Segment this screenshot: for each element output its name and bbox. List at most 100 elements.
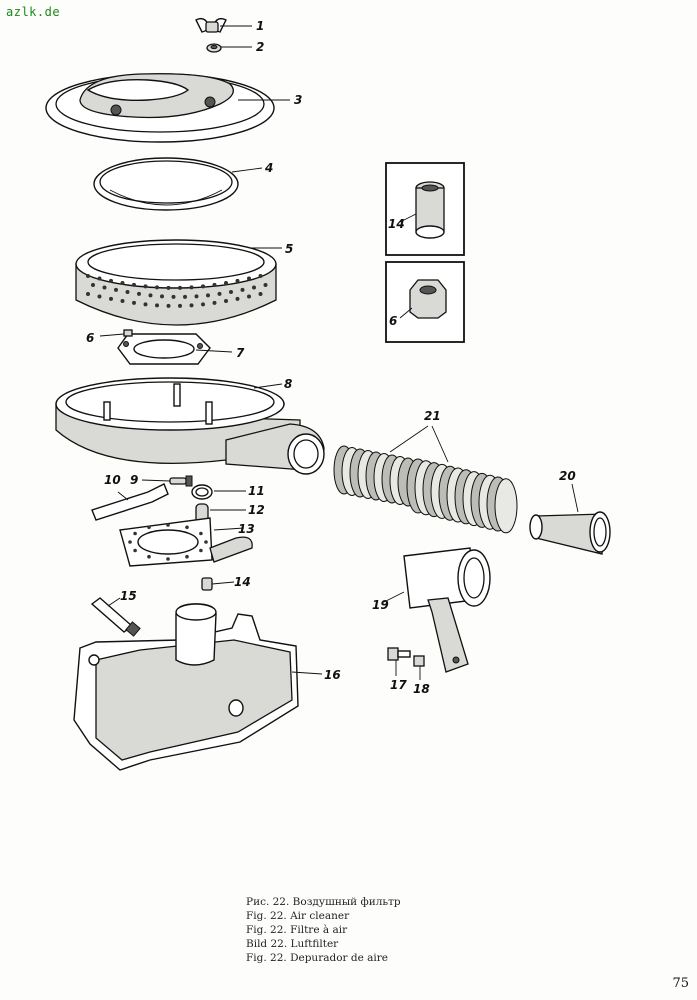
gasket-hole (166, 557, 170, 561)
filter-perforation (120, 299, 125, 304)
gasket-hole (185, 525, 189, 530)
callout-21: 21 (424, 409, 441, 423)
callout-13: 13 (238, 522, 255, 536)
callout-1: 1 (256, 19, 264, 33)
filter-perforation (247, 294, 251, 299)
inset-box-6 (385, 261, 465, 343)
callout-15: 15 (120, 589, 137, 603)
filter-perforation (86, 292, 90, 296)
part-6-nut (99, 329, 133, 337)
part-4-dish (93, 157, 263, 211)
gasket-hole (128, 540, 132, 544)
filter-perforation (166, 285, 171, 290)
filter-perforation (102, 285, 107, 290)
gasket-hole (133, 531, 137, 536)
filter-perforation (137, 291, 141, 296)
part-11-clamp (191, 484, 246, 500)
callout-18: 18 (413, 682, 430, 696)
callout-3: 3 (294, 93, 302, 107)
filter-perforation (155, 303, 159, 308)
filter-perforation (189, 303, 194, 308)
callout-6-inset: 6 (389, 314, 397, 328)
filter-perforation (212, 282, 217, 287)
filter-perforation (148, 293, 153, 298)
caption-line-ru: Рис. 22. Воздушный фильтр (246, 896, 401, 908)
filter-perforation (143, 302, 148, 307)
filter-perforation (235, 296, 240, 301)
callout-12: 12 (248, 503, 265, 517)
callout-9: 9 (130, 473, 138, 487)
callout-8: 8 (284, 377, 292, 391)
filter-perforation (120, 281, 125, 286)
filter-perforation (217, 291, 222, 296)
callout-14: 14 (234, 575, 251, 589)
part-5-filter-element (75, 239, 282, 326)
caption-line-fr: Fig. 22. Filtre à air (246, 924, 348, 936)
site-watermark: azlk.de (6, 5, 61, 19)
part-16-lower-housing (73, 603, 323, 771)
filter-perforation (235, 278, 240, 283)
filter-perforation (97, 294, 102, 299)
filter-perforation (201, 302, 205, 307)
filter-perforation (178, 285, 182, 290)
part-14-sleeve (201, 577, 235, 591)
filter-perforation (91, 283, 95, 287)
callout-20: 20 (559, 469, 576, 483)
gasket-hole (166, 523, 170, 527)
figure-caption: Рис. 22. Воздушный фильтр Fig. 22. Air c… (246, 895, 401, 965)
gasket-hole (199, 531, 203, 536)
filter-perforation (132, 282, 136, 287)
callout-14-inset: 14 (388, 217, 405, 231)
filter-perforation (194, 294, 199, 299)
filter-perforation (125, 290, 130, 295)
part-2-nut (206, 43, 252, 53)
filter-perforation (224, 299, 228, 304)
part-19-bracket (383, 547, 491, 673)
filter-perforation (166, 303, 171, 308)
filter-perforation (86, 274, 90, 278)
gasket-hole (204, 540, 208, 544)
filter-perforation (240, 287, 245, 292)
inset-box-14 (385, 162, 465, 256)
part-21-corrugated-hoses (333, 425, 518, 534)
filter-perforation (229, 290, 233, 295)
filter-perforation (206, 293, 210, 298)
callout-5: 5 (285, 242, 293, 256)
part-7-gasket (117, 333, 233, 365)
hose-rib (494, 478, 518, 534)
filter-perforation (178, 303, 182, 308)
callout-10: 10 (104, 473, 121, 487)
callout-17: 17 (390, 678, 407, 692)
callout-16: 16 (324, 668, 341, 682)
part-20-tube-end (529, 483, 611, 555)
page-number: 75 (672, 976, 689, 991)
filter-perforation (114, 287, 118, 292)
filter-perforation (109, 296, 113, 301)
part-8-housing (55, 377, 325, 475)
filter-perforation (201, 284, 205, 289)
filter-perforation (97, 276, 102, 281)
callout-7: 7 (236, 346, 245, 360)
gasket-hole (185, 554, 189, 559)
callout-19: 19 (372, 598, 389, 612)
filter-perforation (155, 285, 159, 290)
part-18-nut (413, 655, 425, 680)
filter-perforation (263, 283, 268, 287)
filter-perforation (160, 294, 164, 299)
callout-6: 6 (86, 331, 94, 345)
callout-11: 11 (248, 484, 265, 498)
gasket-hole (133, 548, 137, 553)
filter-perforation (252, 285, 256, 290)
filter-perforation (189, 285, 194, 290)
part-1-wing-nut (195, 17, 252, 33)
filter-perforation (258, 292, 263, 296)
part-15-fitting (90, 597, 141, 637)
filter-perforation (143, 284, 148, 289)
part-17-bolt (387, 647, 411, 676)
callout-2: 2 (256, 40, 264, 54)
callout-4: 4 (264, 161, 273, 175)
filter-perforation (212, 300, 217, 305)
part-3-cover (45, 73, 290, 143)
